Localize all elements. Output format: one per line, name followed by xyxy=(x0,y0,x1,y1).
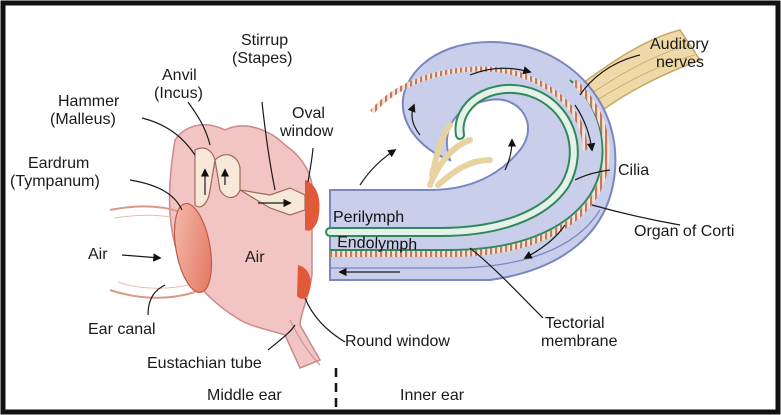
label-oval-window-1: Oval xyxy=(292,105,325,122)
label-stirrup-2: (Stapes) xyxy=(232,50,292,67)
label-tectorial-2: membrane xyxy=(541,333,618,350)
oval-window-shape xyxy=(305,180,319,231)
label-tectorial-1: Tectorial xyxy=(545,315,605,332)
ear-canal-leader xyxy=(148,285,165,315)
label-anvil-2: (Incus) xyxy=(154,85,203,102)
label-inner-ear: Inner ear xyxy=(400,387,465,404)
label-auditory-nerves-1: Auditory xyxy=(650,36,709,53)
label-round-window: Round window xyxy=(345,333,450,350)
label-eardrum-1: Eardrum xyxy=(28,155,89,172)
label-organ-of-corti: Organ of Corti xyxy=(634,223,734,240)
label-air-middle: Air xyxy=(245,249,265,266)
label-ear-canal: Ear canal xyxy=(88,321,156,338)
flow-arrow xyxy=(360,150,395,185)
label-oval-window-2: window xyxy=(279,123,334,140)
label-auditory-nerves-2: nerves xyxy=(656,54,704,71)
air-arrow xyxy=(122,255,160,258)
label-cilia: Cilia xyxy=(618,162,649,179)
label-eardrum-2: (Tympanum) xyxy=(10,173,100,190)
label-hammer-2: (Malleus) xyxy=(50,111,116,128)
label-air-outer: Air xyxy=(88,246,108,263)
label-hammer-1: Hammer xyxy=(58,93,120,110)
label-stirrup-1: Stirrup xyxy=(241,32,288,49)
label-middle-ear: Middle ear xyxy=(207,387,282,404)
label-anvil-1: Anvil xyxy=(162,67,197,84)
label-eustachian-tube: Eustachian tube xyxy=(147,355,262,372)
label-endolymph: Endolymph xyxy=(337,234,418,254)
organ-of-corti-leader xyxy=(592,205,680,225)
round-window-leader xyxy=(305,298,345,342)
label-perilymph: Perilymph xyxy=(333,209,404,226)
